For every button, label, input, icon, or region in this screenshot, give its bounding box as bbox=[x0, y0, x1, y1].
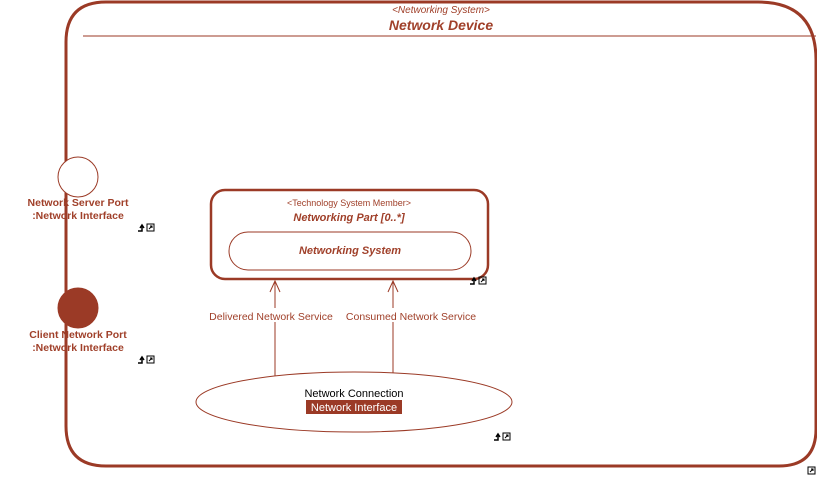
port-name: Client Network Port bbox=[29, 329, 127, 341]
container-title: Network Device bbox=[389, 17, 493, 33]
network-server-port[interactable]: Network Server Port :Network Interface bbox=[28, 156, 129, 222]
network-device-container[interactable]: <Networking System> Network Device bbox=[64, 0, 817, 468]
connection-type: Network Interface bbox=[311, 402, 397, 414]
port-type: :Network Interface bbox=[32, 210, 124, 222]
network-connection[interactable]: Network Connection Network Interface bbox=[195, 371, 513, 433]
port-name: Network Server Port bbox=[28, 197, 129, 209]
port2-icons bbox=[138, 355, 155, 364]
port-type: :Network Interface bbox=[32, 342, 124, 354]
link-up-icon[interactable] bbox=[138, 355, 145, 364]
connection-title: Network Connection bbox=[304, 388, 403, 400]
arrow-head bbox=[269, 279, 281, 293]
networking-part[interactable]: <Technology System Member> Networking Pa… bbox=[209, 188, 490, 281]
container-stereotype: <Networking System> bbox=[392, 5, 490, 16]
container-outline bbox=[64, 0, 817, 468]
inner-outline bbox=[228, 231, 472, 271]
connector-label: Consumed Network Service bbox=[346, 311, 476, 323]
part-title: Networking Part [0..*] bbox=[293, 212, 405, 224]
label-bg bbox=[204, 308, 338, 322]
client-network-port[interactable]: Client Network Port :Network Interface bbox=[29, 287, 127, 354]
consumed-network-service-connector[interactable]: Consumed Network Service bbox=[342, 279, 480, 374]
link-up-icon[interactable] bbox=[470, 276, 477, 285]
hyperlink-icon[interactable] bbox=[807, 466, 816, 475]
hyperlink-icon[interactable] bbox=[502, 432, 511, 441]
link-up-icon[interactable] bbox=[138, 223, 145, 232]
arrow-head bbox=[387, 279, 399, 293]
port-circle-filled bbox=[57, 287, 99, 329]
port1-icons bbox=[138, 223, 155, 232]
hyperlink-icon[interactable] bbox=[146, 223, 155, 232]
port-circle-hollow bbox=[57, 156, 99, 198]
part-stereotype: <Technology System Member> bbox=[287, 198, 411, 208]
connection-type-highlight bbox=[306, 400, 402, 414]
connection-icons bbox=[494, 432, 511, 441]
inner-title: Networking System bbox=[299, 245, 401, 257]
label-bg bbox=[342, 308, 480, 322]
hyperlink-icon[interactable] bbox=[146, 355, 155, 364]
link-up-icon[interactable] bbox=[494, 432, 501, 441]
networking-system-inner[interactable]: Networking System bbox=[228, 231, 472, 271]
connector-label: Delivered Network Service bbox=[209, 311, 333, 323]
hyperlink-icon[interactable] bbox=[478, 276, 487, 285]
part-icons bbox=[470, 276, 487, 285]
delivered-network-service-connector[interactable]: Delivered Network Service bbox=[204, 279, 338, 377]
